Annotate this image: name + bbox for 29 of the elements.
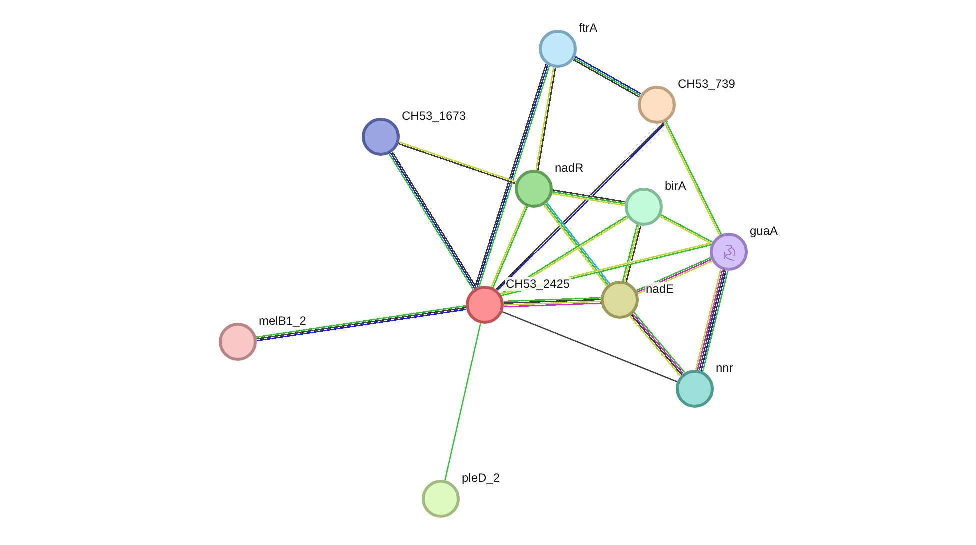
interaction-line (256, 305, 467, 342)
interaction-line (535, 67, 557, 171)
node-label: nadR (554, 161, 585, 175)
interaction-line (474, 64, 551, 289)
interaction-line (398, 141, 517, 185)
interaction-line (496, 120, 668, 292)
interaction-line (552, 189, 626, 207)
node-label: melB1_2 (258, 314, 308, 328)
interaction-line (544, 202, 610, 287)
interaction-line (573, 56, 642, 98)
interaction-line (629, 312, 686, 377)
interaction-line (388, 152, 478, 290)
interaction-line (490, 206, 528, 288)
interaction-line (504, 297, 602, 308)
node-label: CH53_1673 (401, 109, 468, 123)
interaction-line (622, 224, 642, 282)
node-label: CH53_739 (677, 77, 736, 91)
interaction-line (695, 269, 729, 372)
node-label: CH53_2425 (505, 277, 572, 291)
interaction-line (444, 323, 482, 481)
node-label: pleD_2 (461, 471, 502, 485)
interaction-line (660, 214, 714, 245)
node-label: nadE (645, 282, 676, 296)
node-label: ftrA (578, 21, 599, 35)
interaction-line (664, 121, 722, 236)
interaction-line (636, 257, 713, 295)
node-label: guaA (749, 224, 780, 238)
node-label: birA (664, 179, 688, 193)
interaction-line (502, 311, 678, 383)
